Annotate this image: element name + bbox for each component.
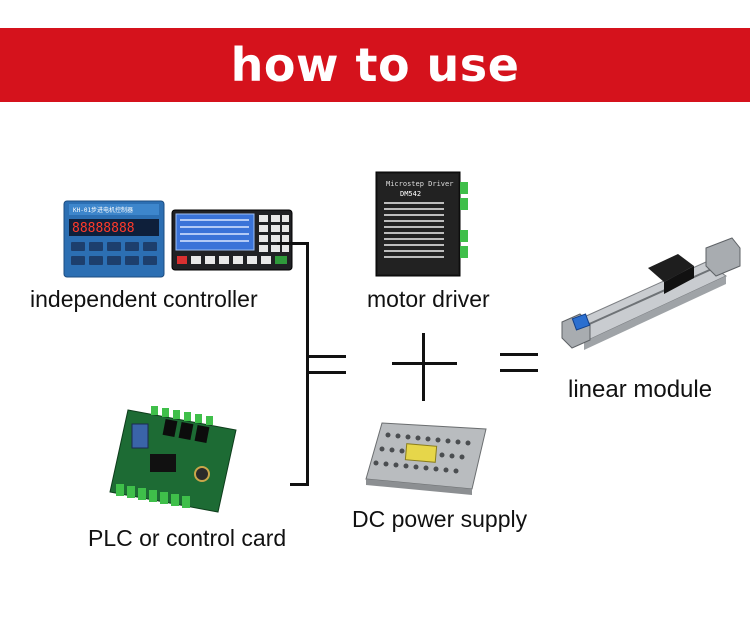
bracket-vertical — [306, 242, 309, 486]
linear-module-label: linear module — [568, 376, 713, 403]
equals-sign-2-bottom — [500, 369, 538, 372]
plc-board-image — [109, 406, 237, 513]
header-banner: how to use — [0, 28, 750, 102]
controller-display-digits: 88888888 — [72, 221, 135, 236]
motor-driver-label: motor driver — [367, 286, 490, 312]
motor-driver-image: Microstep Driver DM542 — [375, 171, 468, 277]
blue-controller-image: KH-01步进电机控制器 88888888 — [63, 200, 165, 278]
bracket-bottom — [290, 483, 309, 486]
dc-power-supply-image — [365, 422, 487, 495]
plus-sign-vertical — [422, 333, 425, 401]
driver-model-text: DM542 — [400, 190, 421, 198]
plc-label: PLC or control card — [88, 525, 287, 551]
dc-power-supply-label: DC power supply — [352, 506, 528, 532]
equals-sign-1-top — [309, 355, 346, 358]
equals-sign-2-top — [500, 353, 538, 356]
driver-brand-text: Microstep Driver — [386, 180, 453, 188]
page-title: how to use — [230, 38, 520, 92]
lcd-controller-image — [171, 209, 293, 271]
linear-module-image — [561, 237, 741, 350]
equals-sign-1-bottom — [309, 371, 346, 374]
bracket-top — [277, 242, 309, 245]
independent-controller-label: independent controller — [30, 286, 258, 312]
controller-panel-text: KH-01步进电机控制器 — [73, 206, 133, 214]
